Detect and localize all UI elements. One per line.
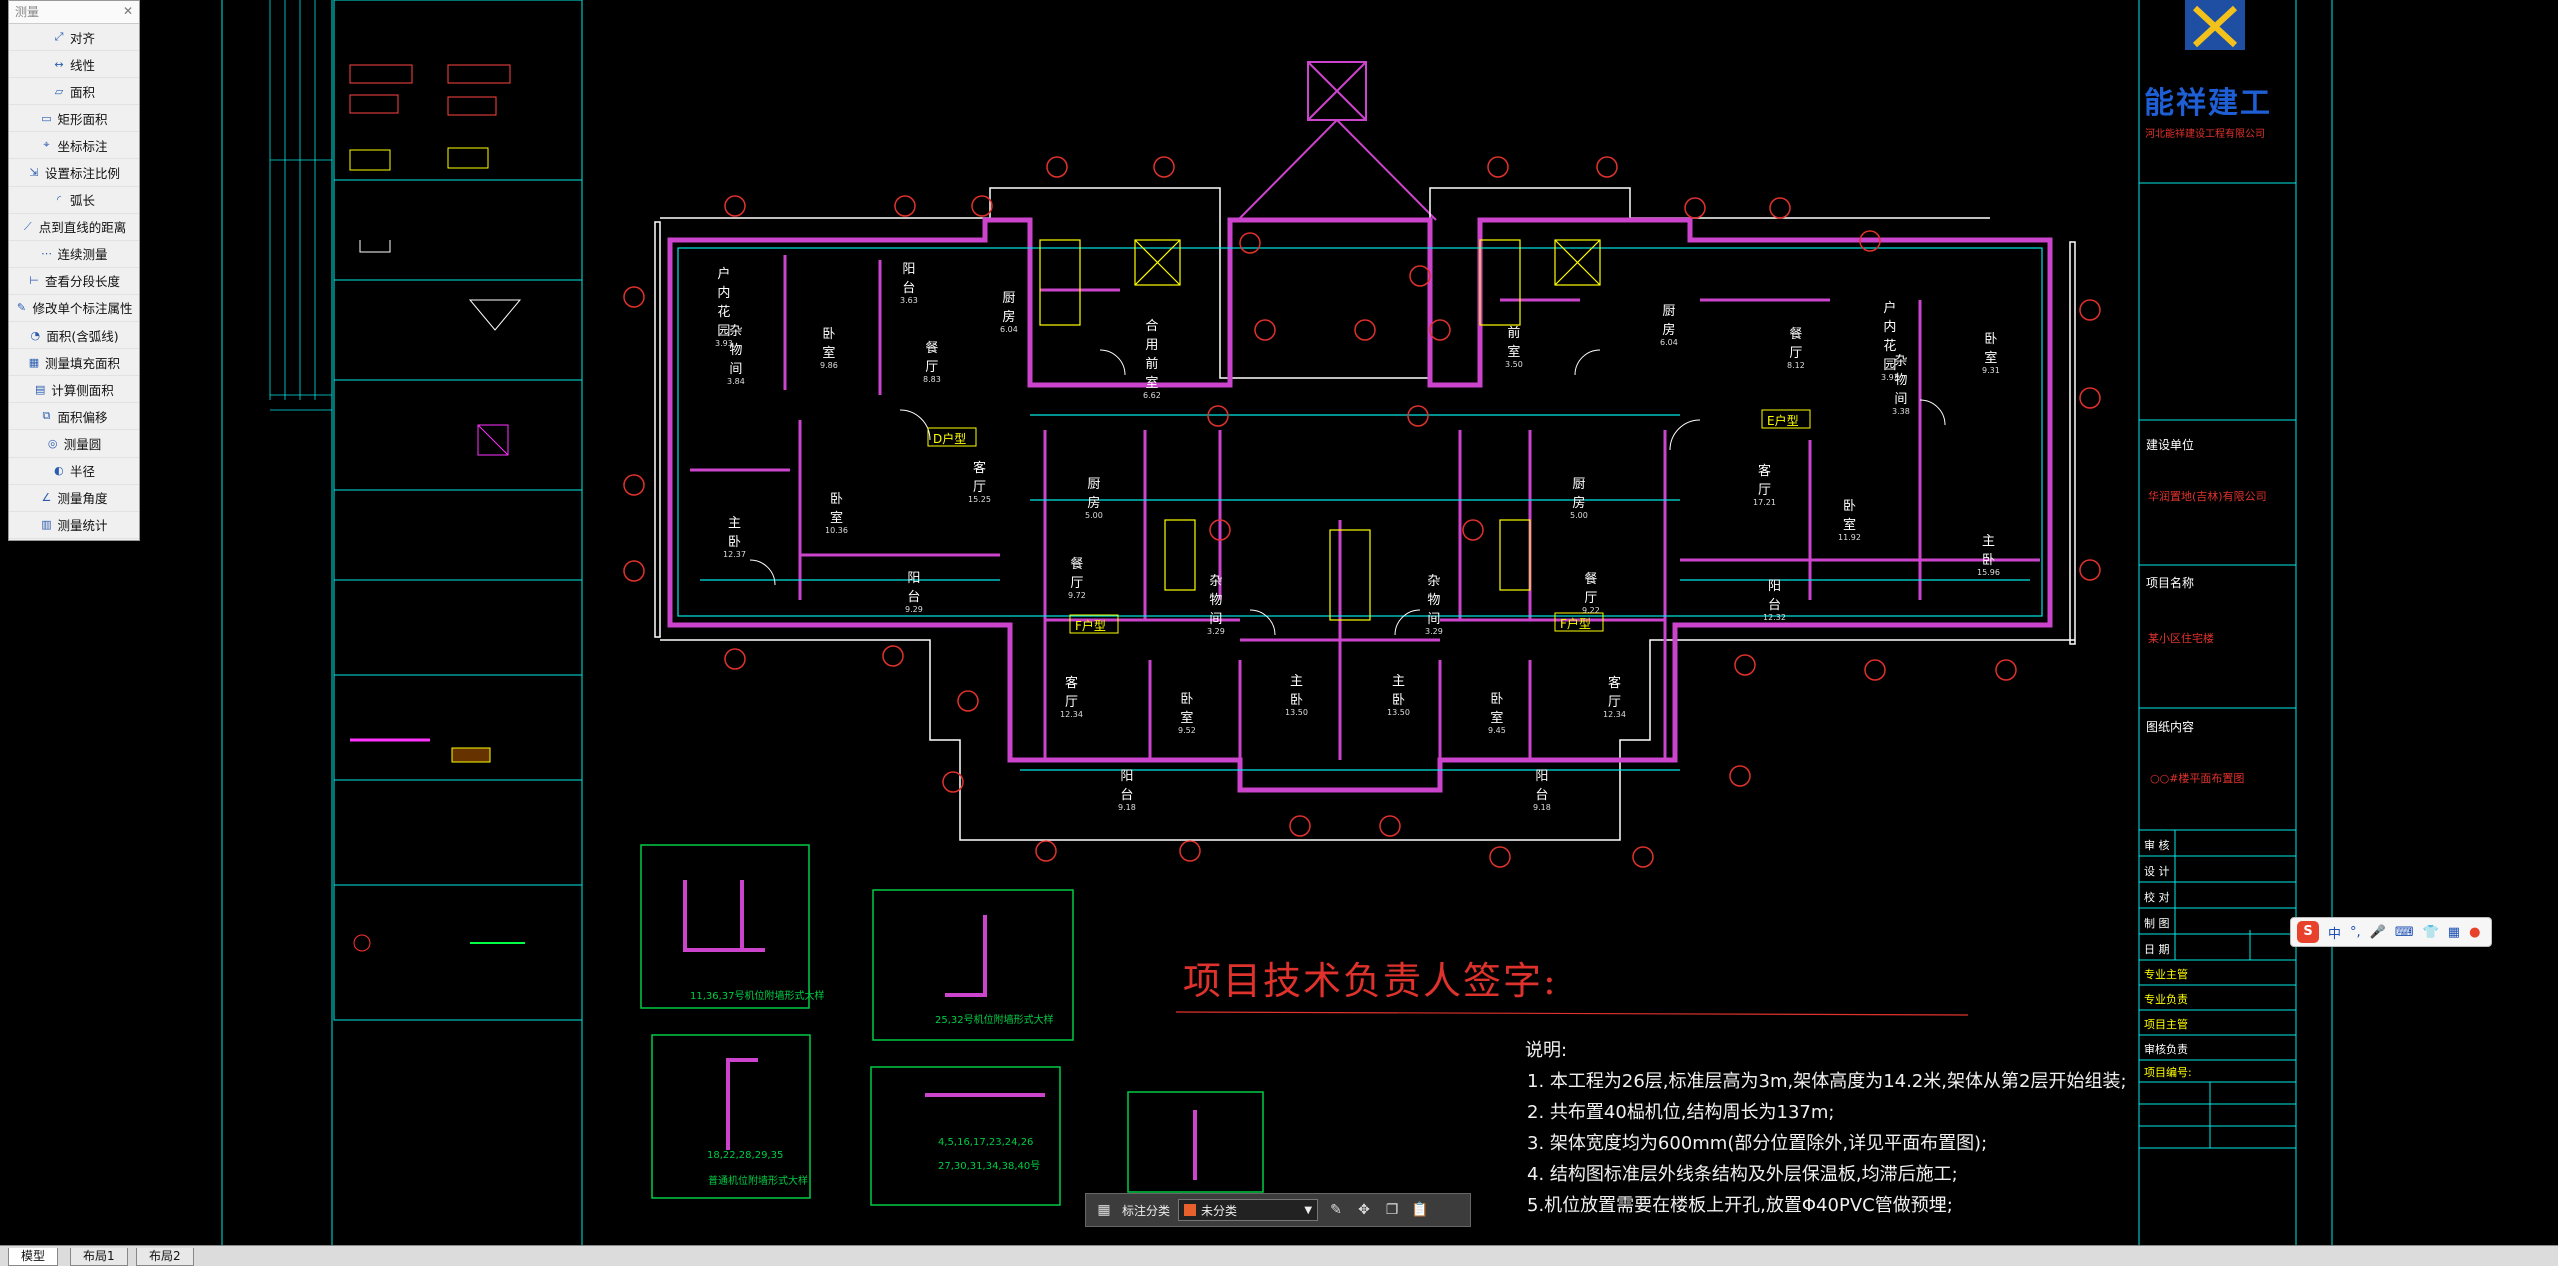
layout-tabbar: 模型 布局1 布局2	[0, 1245, 2558, 1266]
measure-item-angle[interactable]: ∠ 测量角度	[9, 485, 139, 512]
radius-icon: ◐	[54, 464, 64, 478]
measure-item-label: 点到直线的距离	[38, 220, 127, 236]
grid-icon[interactable]: ▦	[2447, 924, 2461, 940]
measure-item-coord[interactable]: ⌖ 坐标标注	[9, 132, 139, 160]
measure-item-label: 坐标标注	[57, 138, 108, 154]
measure-item-label: 设置标注比例	[44, 166, 120, 182]
measure-item-point-line[interactable]: ⟋ 点到直线的距离	[9, 214, 139, 241]
measure-item-stats[interactable]: ▥ 测量统计	[9, 512, 139, 539]
measure-item-label: 弧长	[69, 193, 95, 209]
legend-samples	[349, 64, 525, 952]
annotation-category-select[interactable]: 未分类 ▼	[1178, 1199, 1319, 1221]
measure-item-side-area[interactable]: ▤ 计算侧面积	[9, 376, 139, 404]
measure-item-label: 测量填充面积	[44, 355, 120, 371]
skin-icon[interactable]: 👕	[2422, 924, 2439, 940]
measure-item-arc-area[interactable]: ◔ 面积(含弧线)	[9, 322, 139, 350]
microphone-icon[interactable]: 🎤	[2369, 924, 2386, 940]
measure-item-align[interactable]: ⤢ 对齐	[9, 24, 139, 52]
floor-plan	[623, 61, 2101, 1206]
measure-item-label: 计算侧面积	[51, 382, 114, 398]
measure-item-label: 修改单个标注属性	[32, 301, 133, 317]
measure-item-label: 半径	[69, 464, 95, 480]
rect-area-icon: ▭	[41, 111, 52, 125]
measure-item-area[interactable]: ▱ 面积	[9, 78, 139, 106]
tab-layout1[interactable]: 布局1	[70, 1248, 128, 1266]
measure-item-label: 对齐	[69, 30, 95, 46]
circle-icon: ◎	[47, 436, 58, 450]
tab-model[interactable]: 模型	[8, 1248, 59, 1266]
measure-item-edit-dim[interactable]: ✎ 修改单个标注属性	[9, 295, 139, 323]
measure-item-label: 面积偏移	[57, 409, 108, 425]
tab-layout2[interactable]: 布局2	[136, 1248, 194, 1266]
ime-logo-icon[interactable]: S	[2297, 921, 2319, 943]
category-color-swatch	[1184, 1204, 1197, 1216]
measure-item-arc[interactable]: ◜ 弧长	[9, 187, 139, 214]
measure-item-circle[interactable]: ◎ 测量圆	[9, 430, 139, 458]
area-icon: ▱	[54, 84, 64, 98]
measure-item-label: 测量角度	[57, 491, 108, 507]
measure-item-label: 线性	[69, 57, 95, 73]
keyboard-icon[interactable]: ⌨	[2394, 924, 2414, 940]
coord-icon: ⌖	[43, 138, 50, 152]
company-logo	[2185, 0, 2245, 50]
stats-icon: ▥	[41, 518, 52, 532]
angle-icon: ∠	[41, 491, 52, 505]
ime-toolbar[interactable]: S 中 °, 🎤 ⌨ 👕 ▦ ●	[2290, 917, 2492, 947]
measure-panel-title-text: 测量	[15, 5, 40, 19]
measure-item-label: 面积(含弧线)	[46, 328, 119, 344]
copy-icon[interactable]: ❐	[1385, 1202, 1399, 1218]
measure-item-segment[interactable]: ⊢ 查看分段长度	[9, 268, 139, 295]
linear-icon: ↔	[54, 57, 64, 71]
ime-lang[interactable]: 中	[2328, 926, 2342, 942]
paste-icon[interactable]: 📋	[1411, 1202, 1429, 1218]
side-area-icon: ▤	[35, 382, 46, 396]
ime-punct[interactable]: °,	[2350, 924, 2361, 940]
close-icon[interactable]: ✕	[122, 4, 134, 18]
chevron-down-icon: ▼	[1304, 1204, 1313, 1216]
continuous-icon: ⋯	[40, 247, 52, 261]
measure-item-continuous[interactable]: ⋯ 连续测量	[9, 241, 139, 268]
annotation-category-value: 未分类	[1201, 1203, 1238, 1218]
edit-dim-icon: ✎	[16, 301, 27, 315]
measure-item-hatch-area[interactable]: ▦ 测量填充面积	[9, 349, 139, 377]
move-icon[interactable]: ✥	[1358, 1202, 1370, 1218]
measure-item-rect-area[interactable]: ▭ 矩形面积	[9, 105, 139, 133]
arc-area-icon: ◔	[30, 328, 41, 342]
measure-panel-title: 测量 ✕	[9, 1, 139, 24]
left-legend	[221, 0, 583, 1245]
measure-item-label: 测量统计	[57, 518, 108, 534]
settings-icon[interactable]: ●	[2469, 924, 2481, 940]
measure-item-offset[interactable]: ⧉ 面积偏移	[9, 403, 139, 431]
measure-item-label: 测量圆	[63, 436, 102, 452]
offset-icon: ⧉	[42, 409, 51, 423]
arc-icon: ◜	[56, 193, 62, 207]
hatch-area-icon: ▦	[28, 355, 40, 369]
grid-view-icon[interactable]: ▦	[1097, 1202, 1111, 1218]
measure-item-scale[interactable]: ⇲ 设置标注比例	[9, 159, 139, 187]
measure-item-label: 面积	[69, 84, 95, 100]
align-icon: ⤢	[54, 30, 64, 44]
segment-icon: ⊢	[29, 274, 39, 288]
measure-item-label: 矩形面积	[57, 111, 108, 127]
measure-item-label: 查看分段长度	[44, 274, 120, 290]
measure-panel: 测量 ✕ ⤢ 对齐 ↔ 线性 ▱ 面积 ▭ 矩形面积 ⌖ 坐标标注 ⇲ 设置标注比例 ◜ 弧长…	[8, 0, 140, 541]
measure-item-linear[interactable]: ↔ 线性	[9, 51, 139, 79]
annotation-toolbar: ▦ 标注分类 未分类 ▼ ✎ ✥ ❐ 📋	[1085, 1193, 1471, 1227]
point-line-icon: ⟋	[23, 219, 32, 233]
measure-item-radius[interactable]: ◐ 半径	[9, 458, 139, 485]
scale-icon: ⇲	[29, 166, 39, 180]
title-block	[2138, 0, 2333, 1245]
measure-item-label: 连续测量	[57, 247, 108, 263]
edit-icon[interactable]: ✎	[1330, 1202, 1342, 1218]
annotation-category-label: 标注分类	[1122, 1203, 1171, 1218]
